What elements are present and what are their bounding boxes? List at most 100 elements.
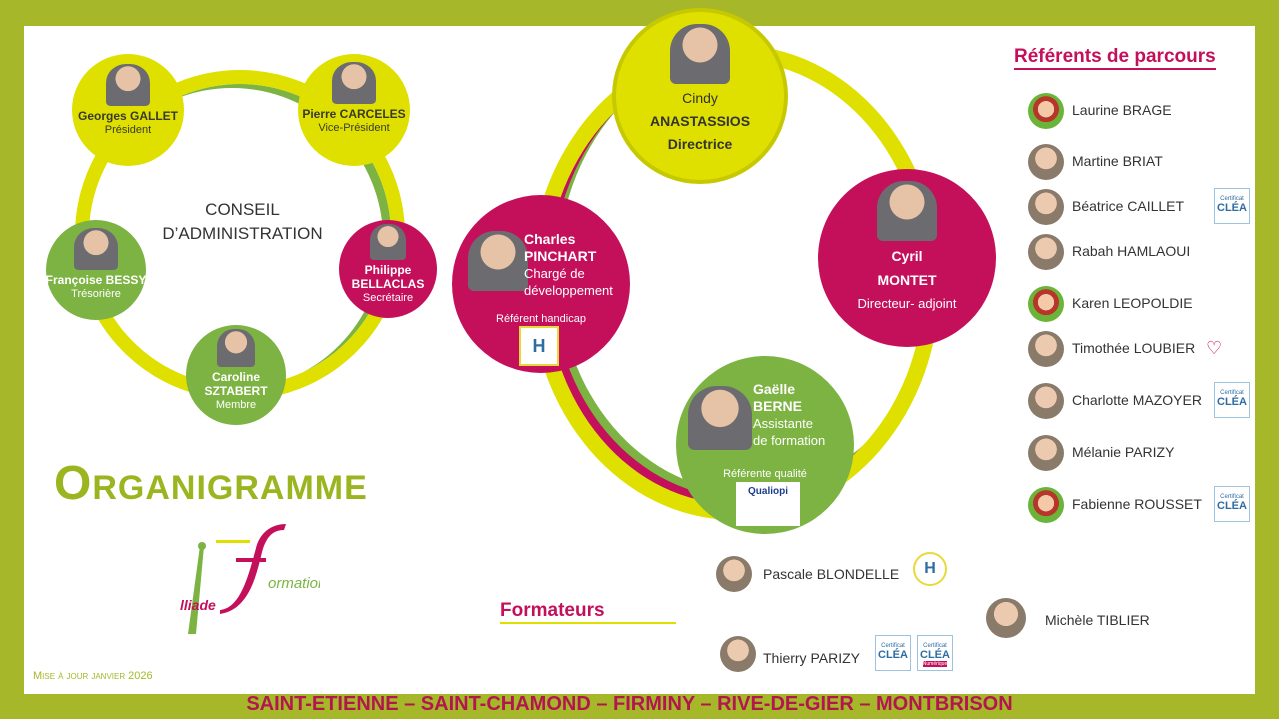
cert-main: CLÉA <box>1217 500 1247 512</box>
person-first-name: Cindy <box>682 90 718 106</box>
person-first-name: Cyril <box>891 248 923 264</box>
photo <box>688 386 752 450</box>
qualiopi-label: Qualiopi <box>748 486 788 497</box>
person-last-name: BERNE <box>753 398 803 414</box>
cert-label: Certificat <box>1220 196 1244 202</box>
cert-label: Certificat <box>1220 390 1244 396</box>
avatar <box>1028 383 1064 419</box>
photo <box>468 231 528 291</box>
person-role: Assistante <box>753 416 813 431</box>
conseil-title-line1: CONSEIL <box>205 200 280 219</box>
formateurs-title: Formateurs <box>500 600 676 624</box>
referent-name: Mélanie PARIZY <box>1072 444 1175 460</box>
avatar <box>986 598 1026 638</box>
photo <box>877 181 937 241</box>
avatar <box>1028 435 1064 471</box>
member-role: Trésorière <box>71 288 121 300</box>
person-last-name: MONTET <box>877 272 937 288</box>
person-extra-role: Référent handicap <box>496 313 586 325</box>
avatar <box>1028 189 1064 225</box>
photo <box>106 64 150 106</box>
formateur-accredite-heart-icon: ♡ <box>1206 338 1223 358</box>
member-name: Philippe <box>364 263 412 277</box>
cert-num: Numérique <box>922 661 948 667</box>
member-name: Georges GALLET <box>77 109 178 123</box>
photo <box>74 228 118 270</box>
person-last-name: ANASTASSIOS <box>649 113 751 129</box>
avatar <box>1028 93 1064 129</box>
member-name: Pierre CARCELES <box>302 107 406 121</box>
avatar <box>1028 487 1064 523</box>
cert-main: CLÉA <box>1217 202 1247 214</box>
person-last-name: PINCHART <box>524 248 597 264</box>
iliade-formation-logo: lliade ormation <box>180 524 320 634</box>
person-role: Directeur- adjoint <box>857 296 957 311</box>
conseil-title-line2: D’ADMINISTRATION <box>162 224 323 243</box>
member-name: SZTABERT <box>204 384 268 398</box>
member-name: Françoise BESSY <box>45 273 147 287</box>
logo-text-ormation: ormation <box>268 575 320 592</box>
referent-name: Karen LEOPOLDIE <box>1072 295 1193 311</box>
referent-name: Laurine BRAGE <box>1072 102 1172 118</box>
member-name: Caroline <box>211 370 260 384</box>
member-role: Président <box>104 124 152 136</box>
member-role: Secrétaire <box>362 292 414 304</box>
avatar <box>1028 144 1064 180</box>
formateur-name: Thierry PARIZY <box>763 650 860 666</box>
logo-text-lliade: lliade <box>180 597 216 613</box>
cert-label: Certificat <box>881 643 905 649</box>
cert-label: Certificat <box>923 643 947 649</box>
avatar <box>1028 234 1064 270</box>
referent-name: Fabienne ROUSSET <box>1072 496 1202 512</box>
member-role: Membre <box>215 399 257 411</box>
person-extra-role: Référente qualité <box>723 468 807 480</box>
photo <box>370 224 406 260</box>
cert-label: Certificat <box>1220 494 1244 500</box>
referent-name: Rabah HAMLAOUI <box>1072 243 1191 259</box>
avatar <box>1028 286 1064 322</box>
person-role: Chargé de <box>524 266 585 281</box>
cert-main: CLÉA <box>920 649 950 661</box>
referents-title: Référents de parcours <box>1014 46 1216 70</box>
avatar <box>720 636 756 672</box>
footer-locations: SAINT-ETIENNE – SAINT-CHAMOND – FIRMINY … <box>246 693 1013 715</box>
conseil-title: CONSEIL D’ADMINISTRATION <box>140 198 345 246</box>
person-role: développement <box>524 283 613 298</box>
page-title: Organigramme <box>54 457 368 510</box>
person-first-name: Gaëlle <box>753 381 796 397</box>
member-name: BELLACLAS <box>351 277 425 291</box>
referent-name: Charlotte MAZOYER <box>1072 392 1202 408</box>
qualiopi-badge-icon: Qualiopi <box>736 482 800 526</box>
photo <box>217 329 255 367</box>
avatar <box>1028 331 1064 367</box>
referent-name: Timothée LOUBIER <box>1072 340 1196 356</box>
handicap-badge-icon: H <box>913 552 947 586</box>
avatar <box>716 556 752 592</box>
referent-name: Béatrice CAILLET <box>1072 198 1185 214</box>
cert-main: CLÉA <box>878 649 908 661</box>
update-date: Mise à jour janvier 2026 <box>33 670 153 682</box>
member-role: Vice-Président <box>318 122 390 134</box>
handicap-badge-icon: H <box>519 326 559 366</box>
formateur-name: Michèle TIBLIER <box>1045 612 1150 628</box>
photo <box>332 62 376 104</box>
person-role: Directrice <box>667 136 733 152</box>
photo <box>670 24 730 84</box>
referent-name: Martine BRIAT <box>1072 153 1163 169</box>
person-role: de formation <box>753 433 826 448</box>
person-first-name: Charles <box>524 231 576 247</box>
